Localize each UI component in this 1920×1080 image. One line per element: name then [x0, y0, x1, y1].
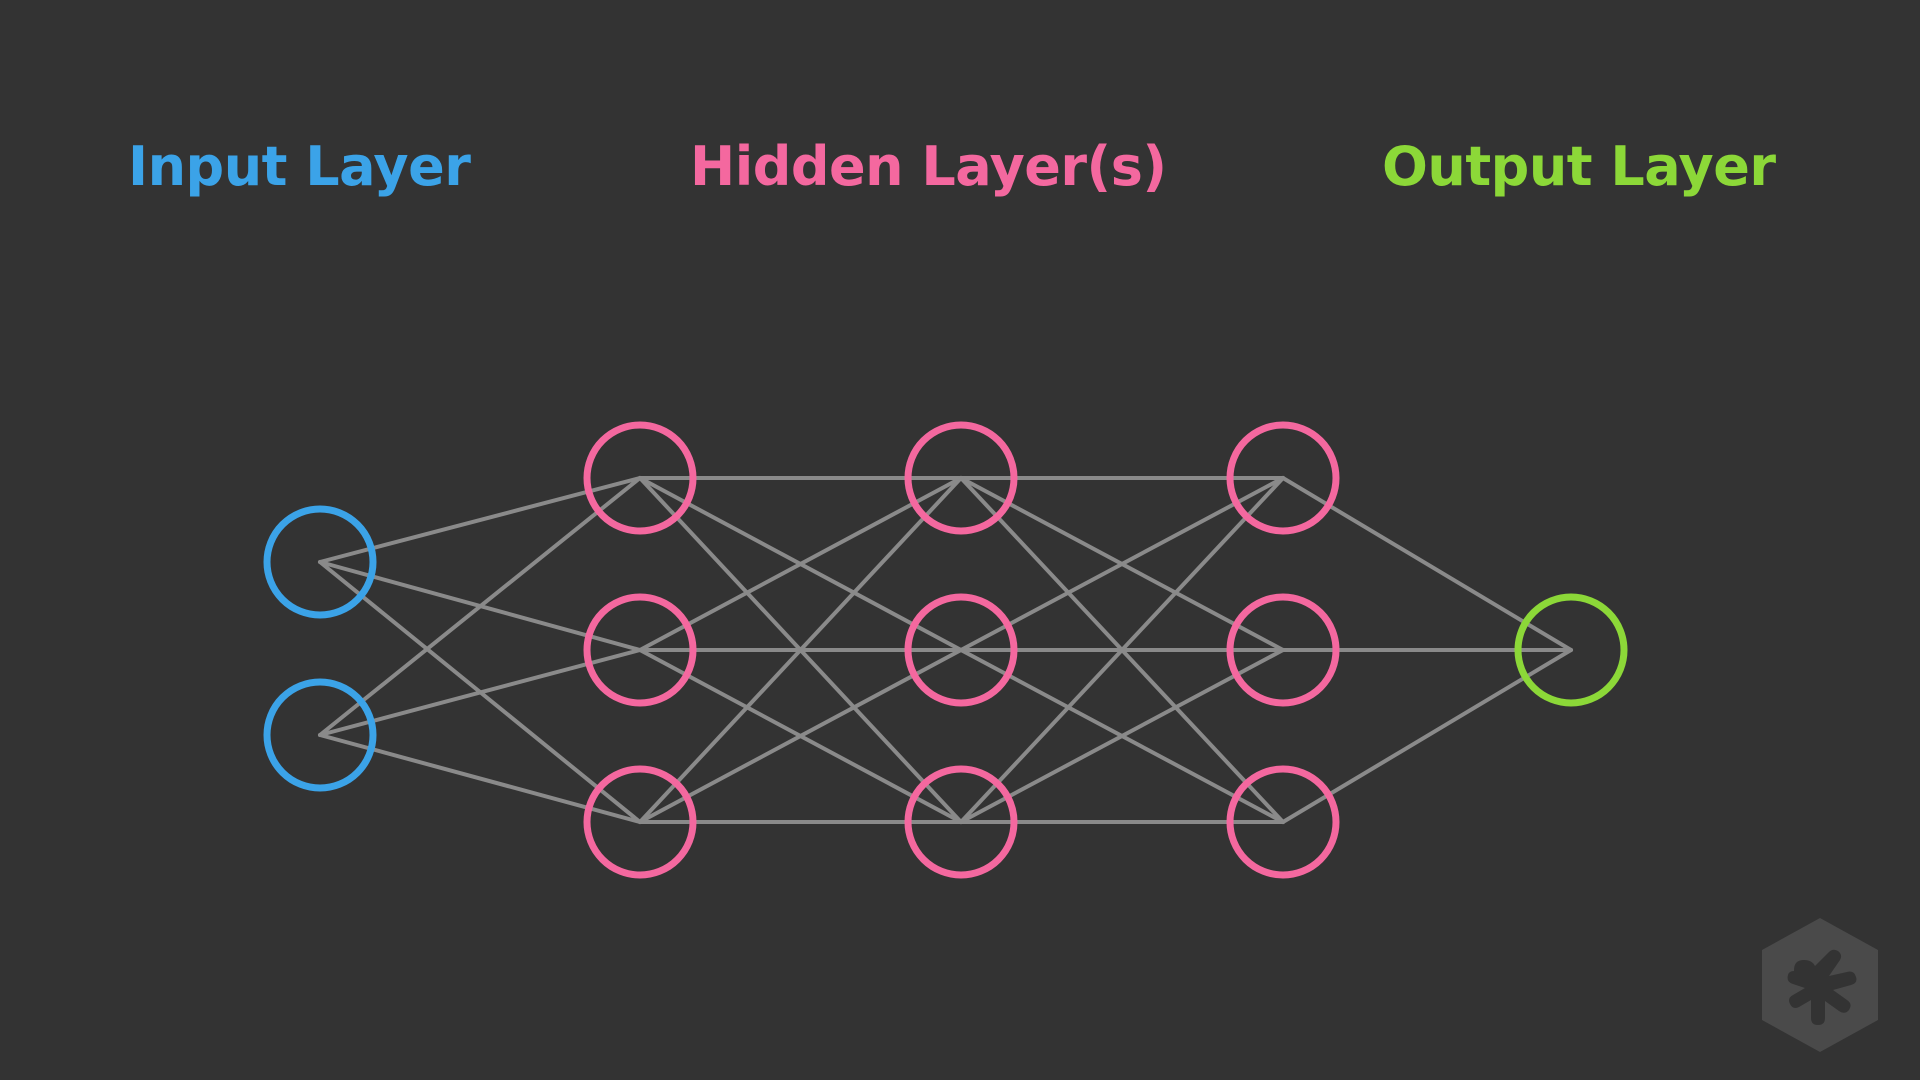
node-h2_1 [904, 421, 1018, 535]
edge-h2_3-h3_2 [959, 648, 1285, 824]
layer-label-input: Input Layer [128, 135, 471, 198]
node-h1_1 [583, 421, 697, 535]
edge-h1_3-h2_2 [638, 648, 963, 824]
edge-h1_2-h2_1 [638, 476, 963, 652]
node-h3_3 [1226, 765, 1340, 879]
edge-h1_3-h2_1 [638, 476, 963, 824]
watermark-neuron-glyph [1787, 949, 1857, 1025]
layer-label-hidden: Hidden Layer(s) [690, 135, 1167, 198]
layer-labels-row: Input Layer Hidden Layer(s) Output Layer [0, 0, 1920, 260]
watermark-logo-icon [1762, 918, 1878, 1052]
edge-h2_3-h3_1 [959, 476, 1285, 824]
node-h2_2 [904, 593, 1018, 707]
node-o1 [1514, 593, 1628, 707]
node-h1_2 [583, 593, 697, 707]
edge-i2-h1_1 [318, 476, 642, 737]
nodes-group [263, 421, 1628, 879]
node-h1_3 [583, 765, 697, 879]
node-h2_3 [904, 765, 1018, 879]
node-i1 [263, 505, 377, 619]
edge-h2_2-h3_1 [959, 476, 1285, 652]
node-h3_1 [1226, 421, 1340, 535]
layer-label-output: Output Layer [1382, 135, 1776, 198]
node-h3_2 [1226, 593, 1340, 707]
node-i2 [263, 678, 377, 792]
